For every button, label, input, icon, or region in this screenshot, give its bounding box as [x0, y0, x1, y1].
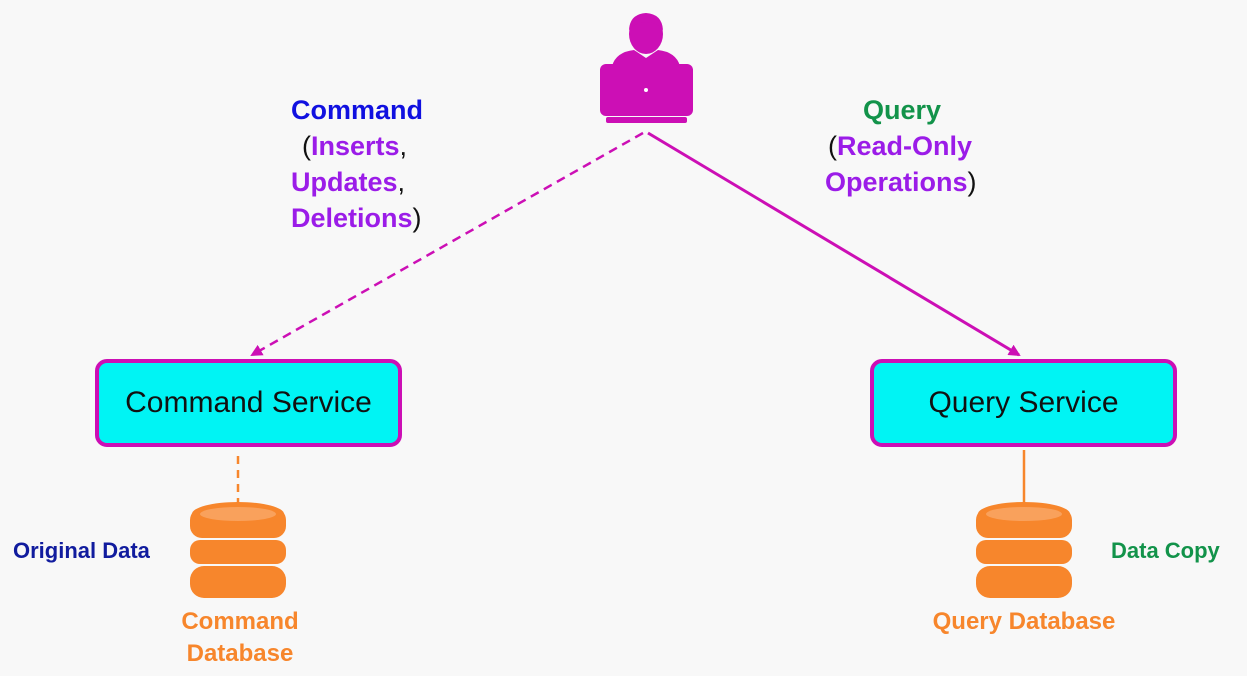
command-item-inserts: Inserts: [311, 131, 400, 161]
query-title: Query: [863, 95, 942, 125]
command-arrow-label: Command (Inserts, Updates, Deletions): [291, 92, 423, 236]
query-service-box: Query Service: [870, 359, 1177, 447]
command-deletions-line: Deletions): [291, 203, 422, 233]
query-service-label: Query Service: [928, 386, 1119, 419]
command-database-icon: [190, 502, 286, 598]
command-service-box: Command Service: [95, 359, 402, 447]
query-arrow-label: Query (Read-Only Operations): [825, 92, 983, 200]
command-database-label: Command Database: [181, 608, 299, 667]
command-service-label: Command Service: [125, 386, 372, 419]
command-item-updates: Updates: [291, 167, 398, 197]
query-item-read-only: Read-Only: [837, 131, 973, 161]
command-inserts-line: (Inserts,: [302, 131, 408, 161]
original-data-label: Original Data: [13, 538, 150, 563]
query-operations-line: Operations): [825, 167, 977, 197]
command-title: Command: [291, 95, 424, 125]
data-copy-label: Data Copy: [1111, 538, 1220, 563]
query-readonly-line: (Read-Only: [828, 131, 973, 161]
query-item-operations: Operations: [825, 167, 968, 197]
command-item-deletions: Deletions: [291, 203, 413, 233]
query-database-icon: [976, 502, 1072, 598]
command-updates-line: Updates,: [291, 167, 406, 197]
user-at-laptop-icon: [600, 13, 693, 123]
query-database-label: Query Database: [932, 608, 1116, 635]
query-arrow: [647, 131, 1021, 357]
